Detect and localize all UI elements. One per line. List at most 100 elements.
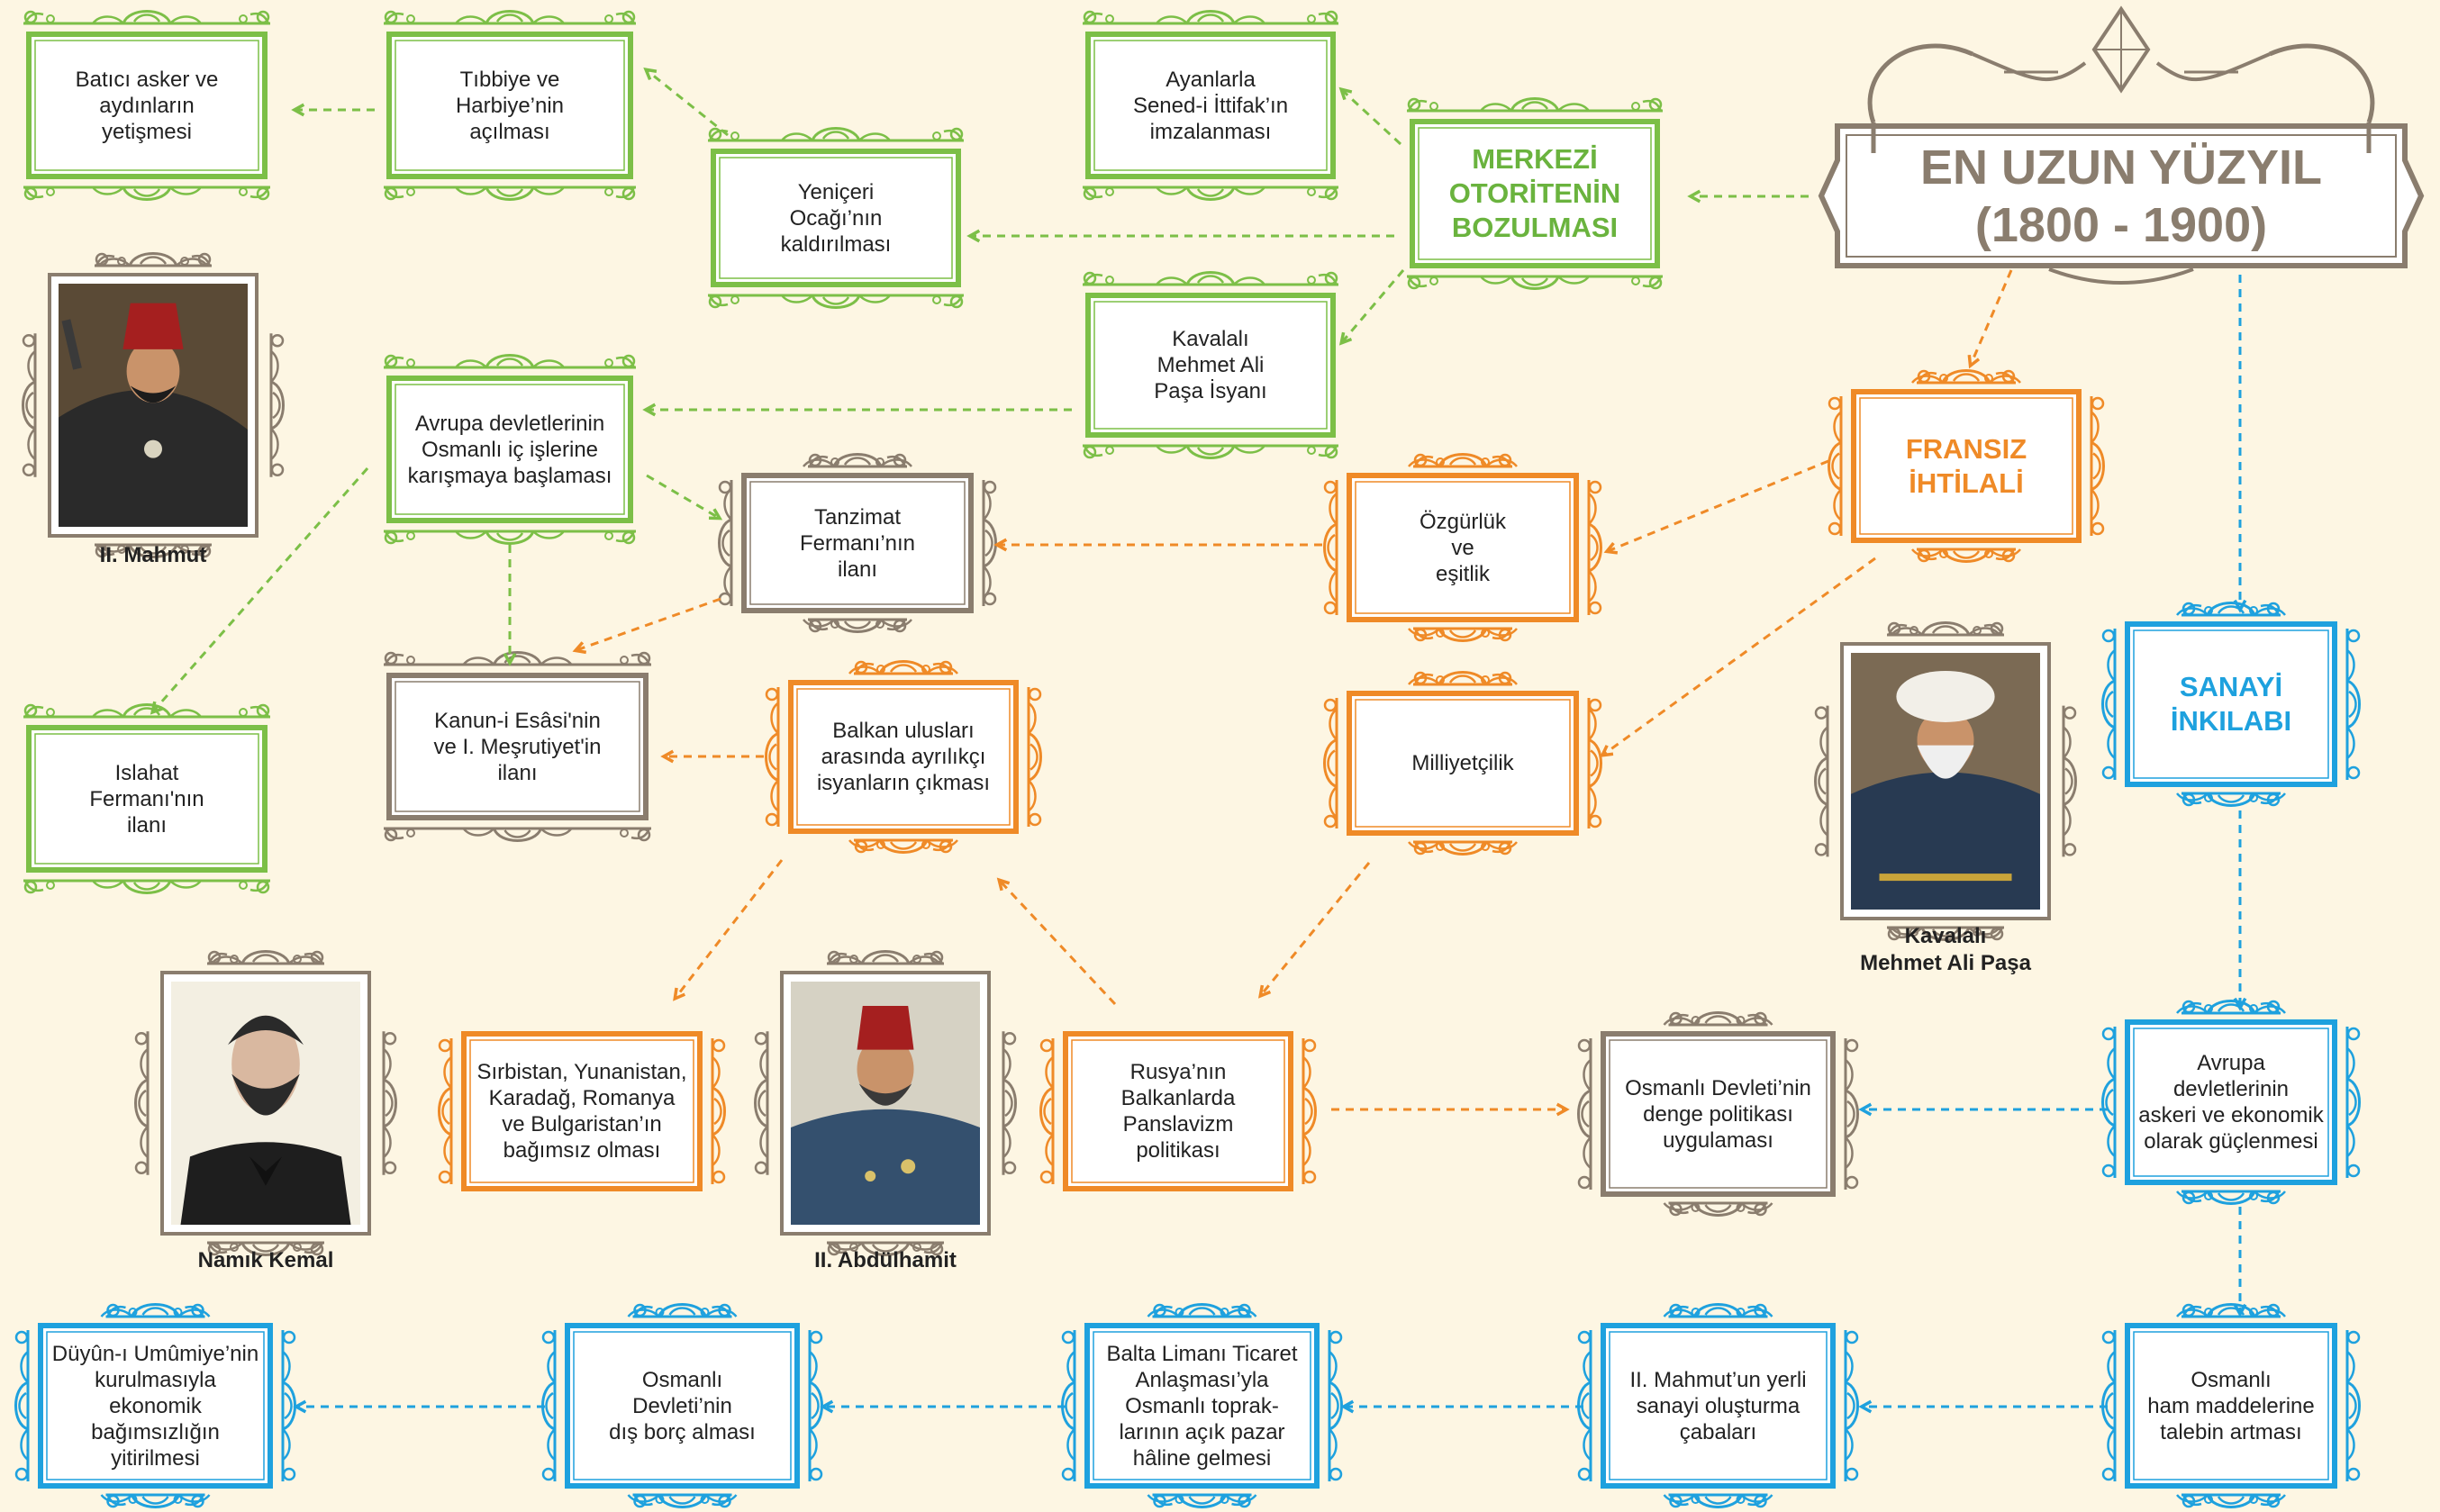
ornament — [2062, 705, 2077, 857]
ornament — [1663, 1303, 1773, 1318]
ornament — [827, 950, 944, 965]
ornament — [2176, 1493, 2286, 1508]
ornament — [848, 660, 958, 675]
ornament — [1844, 1330, 1859, 1481]
ornament — [2101, 1027, 2117, 1178]
ornament — [1408, 453, 1518, 468]
arrow-balkan-sirbistan — [673, 859, 784, 1001]
ornament — [2176, 602, 2286, 617]
ornament — [384, 354, 636, 369]
sirbistan-label: Sırbistan, Yunanistan, Karadağ, Romanya … — [476, 1060, 687, 1163]
ornament — [1302, 1038, 1317, 1184]
ornament — [982, 480, 997, 606]
title-line1: EN UZUN YÜZYIL — [1919, 140, 2323, 195]
ornament — [269, 333, 285, 477]
mehmet-ali-portrait — [1840, 642, 2051, 920]
arrow-fransiz-ozgurluk — [1603, 459, 1829, 555]
ornament — [1083, 444, 1338, 459]
ayanlarla-label: Ayanlarla Sened-i İttifak’ın imzalanması — [1132, 67, 1289, 144]
ornament — [384, 10, 636, 25]
kanun-i-esasi-box — [386, 673, 649, 820]
ornament — [1814, 705, 1829, 857]
ornament — [1844, 1038, 1859, 1190]
ornament — [1328, 1330, 1343, 1481]
kavalali-isyan-box — [1085, 293, 1336, 438]
ornament — [848, 838, 958, 854]
arrow-yeniceri-tibbiye — [643, 68, 729, 137]
ornament — [1587, 480, 1602, 615]
kanun-i-esasi-label: Kanun-i Esâsi'nin ve I. Meşrutiyet'in il… — [433, 708, 602, 785]
ornament — [14, 1330, 30, 1481]
ornament — [382, 1031, 397, 1175]
ornament — [2176, 792, 2286, 807]
sanayi-inkilabi-box — [2125, 621, 2337, 787]
denge-box — [1601, 1031, 1836, 1197]
ornament — [1408, 627, 1518, 642]
ornament — [803, 618, 912, 633]
ornament — [1323, 480, 1338, 615]
ornament — [100, 1493, 211, 1508]
ornament — [134, 1031, 150, 1175]
ornament — [1002, 1031, 1017, 1175]
ornament — [1083, 10, 1338, 25]
tanzimat-box — [741, 473, 974, 613]
ornament — [718, 480, 733, 606]
ornament — [1577, 1038, 1592, 1190]
ornament — [2101, 629, 2117, 780]
rusya-label: Rusya’nın Balkanlarda Panslavizm politik… — [1120, 1060, 1236, 1163]
ornament — [1083, 186, 1338, 201]
title-label: EN UZUN YÜZYIL(1800 - 1900) — [1837, 126, 2405, 266]
ornament — [1887, 926, 2004, 941]
yeniceri-label: Yeniçeri Ocağı’nın kaldırılması — [780, 179, 892, 257]
kavalali-isyan-label: Kavalalı Mehmet Ali Paşa İsyanı — [1154, 327, 1267, 403]
ornament — [627, 1493, 738, 1508]
arrow-merkezi-kavalali — [1338, 269, 1405, 346]
balkan-isyan-box — [788, 680, 1019, 834]
ornament — [803, 453, 912, 468]
mehmet-ali-caption: Kavalalı Mehmet Ali Paşa — [1860, 924, 2031, 975]
ornament — [384, 827, 651, 842]
islahat-box — [26, 725, 268, 873]
ornament — [22, 333, 37, 477]
arrow-milliyetcilik-rusya — [1257, 862, 1371, 999]
denge-label: Osmanlı Devleti’nin denge politikası uyg… — [1625, 1075, 1811, 1153]
yerli-sanayi-box — [1601, 1323, 1836, 1489]
milliyetcilik-label: Milliyetçilik — [1411, 751, 1514, 775]
avrupa-ic-isler-label: Avrupa devletlerinin Osmanlı iç işlerine… — [407, 411, 612, 488]
islahat-label: Islahat Fermanı'nın ilanı — [89, 760, 204, 837]
sanayi-inkilabi-label: SANAYİ İNKILABI — [2170, 671, 2292, 737]
balkan-isyan-label: Balkan ulusları arasında ayrılıkçı isyan… — [816, 719, 991, 795]
ornament — [1587, 698, 1602, 828]
ornament — [1408, 840, 1518, 856]
fransiz-ihtilali-box — [1851, 389, 2082, 543]
ornament — [1027, 687, 1042, 827]
duyun-label: Düyûn-ı Umûmiye’nin kurulmasıyla ekonomi… — [51, 1341, 259, 1471]
ozgurluk-box — [1347, 473, 1579, 622]
ornament — [827, 1241, 944, 1256]
ornament — [808, 1330, 823, 1481]
ornament — [281, 1330, 296, 1481]
abdulhamit-portrait — [780, 971, 991, 1236]
dis-borc-box — [565, 1323, 800, 1489]
balta-limani-label: Balta Limanı Ticaret Anlaşması’yla Osman… — [1106, 1341, 1298, 1471]
ham-madde-box — [2125, 1323, 2337, 1489]
ornament — [2345, 629, 2361, 780]
ornament — [1083, 271, 1338, 286]
avrupa-guclenme-box — [2125, 1019, 2337, 1185]
ornament — [438, 1038, 453, 1184]
arrow-avrupa-tanzimat — [646, 474, 723, 521]
ornament — [95, 543, 212, 558]
milliyetcilik-box — [1347, 691, 1579, 836]
ornament — [708, 294, 964, 309]
ornament — [711, 1038, 726, 1184]
avrupa-ic-isler-box — [386, 376, 633, 523]
abdulhamit-caption: II. Abdülhamit — [814, 1248, 957, 1272]
arrow-tanzimat-kanun — [572, 597, 721, 655]
ornament — [384, 530, 636, 545]
ornament — [100, 1303, 211, 1318]
ornament — [2345, 1330, 2361, 1481]
ornament — [2090, 396, 2105, 536]
yerli-sanayi-label: II. Mahmut’un yerli sanayi oluşturma çab… — [1629, 1367, 1807, 1444]
ayanlarla-box — [1085, 32, 1336, 179]
